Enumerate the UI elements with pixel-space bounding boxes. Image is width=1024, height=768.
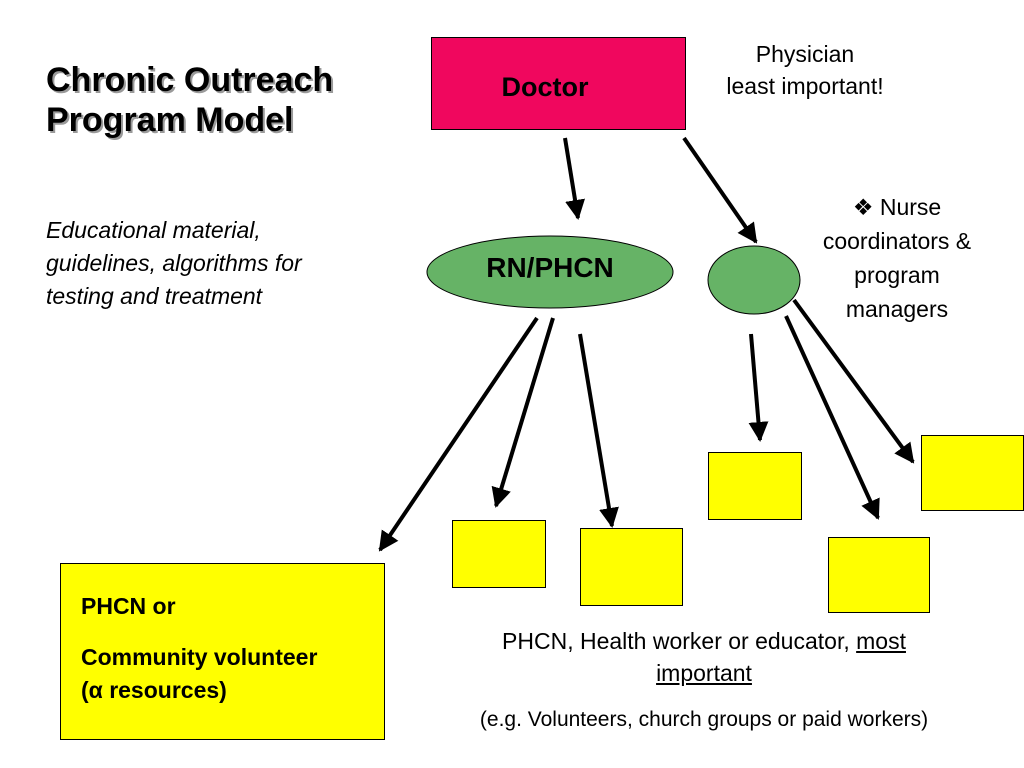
page-title: Chronic Outreach Program Model xyxy=(46,60,406,140)
subtitle-line-1: Educational material, xyxy=(46,217,261,243)
doctor-box xyxy=(431,37,686,130)
worker-box-4 xyxy=(828,537,930,613)
arrow-rn-to-box-2 xyxy=(578,333,619,528)
bottom-caption: PHCN, Health worker or educator, most im… xyxy=(424,625,984,689)
arrow-nurse-to-box-3 xyxy=(748,333,769,442)
subtitle-line-2: guidelines, algorithms for xyxy=(46,250,302,276)
nurse-coordinators-note: ❖ Nurse coordinators & program managers xyxy=(796,190,998,326)
volunteer-box-line-3: (α resources) xyxy=(81,677,227,703)
subtitle-line-3: testing and treatment xyxy=(46,283,263,309)
bottom-caption-sub: (e.g. Volunteers, church groups or paid … xyxy=(479,708,929,731)
physician-note: Physician least important! xyxy=(700,38,910,102)
arrow-nurse-to-box-4 xyxy=(784,315,880,520)
nurse-note-line-4: managers xyxy=(845,296,949,322)
worker-box-2 xyxy=(580,528,683,606)
nurse-note-line-2: coordinators & xyxy=(822,228,972,254)
title-line-2: Program Model xyxy=(46,101,294,139)
physician-note-line-1: Physician xyxy=(755,41,855,67)
bottom-caption-emphasis-1: most xyxy=(856,628,906,654)
arrow-doctor-to-rn xyxy=(563,137,585,220)
title-line-1: Chronic Outreach xyxy=(46,61,334,99)
arrow-nurse-to-box-5 xyxy=(792,298,915,464)
diamond-bullet-icon: ❖ xyxy=(852,194,874,220)
rn-phcn-label: RN/PHCN xyxy=(486,252,614,283)
volunteer-box: PHCN or Community volunteer (α resources… xyxy=(60,563,385,740)
volunteer-box-line-1: PHCN or xyxy=(81,593,176,619)
doctor-label: Doctor xyxy=(501,72,589,102)
arrow-doctor-to-nurse xyxy=(682,136,758,244)
subtitle: Educational material, guidelines, algori… xyxy=(46,214,376,313)
nurse-coordinator-ellipse xyxy=(707,245,801,315)
bottom-caption-emphasis-2: important xyxy=(656,660,752,686)
bottom-caption-prefix: PHCN, Health worker or educator, xyxy=(502,628,850,654)
rn-phcn-ellipse xyxy=(426,235,674,309)
worker-box-5 xyxy=(921,435,1024,511)
volunteer-box-line-2: Community volunteer xyxy=(81,644,318,670)
physician-note-line-2: least important! xyxy=(726,73,884,99)
worker-box-1 xyxy=(452,520,546,588)
nurse-note-line-1: ❖ Nurse xyxy=(852,194,942,220)
arrow-rn-to-volunteer-box xyxy=(378,316,539,552)
worker-box-3 xyxy=(708,452,802,520)
arrow-rn-to-box-1 xyxy=(491,317,555,508)
nurse-note-line-3: program xyxy=(854,262,940,288)
